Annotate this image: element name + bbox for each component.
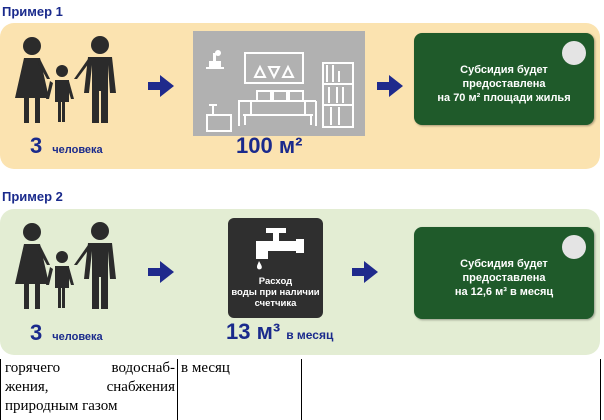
table-cell-line: горячего водоснаб-: [5, 360, 175, 376]
subsidy-result-line: предоставлена: [462, 272, 546, 284]
table-cell-line: природным газом: [5, 398, 118, 414]
people-count: 3 человека: [30, 320, 103, 346]
living-room-illustration: [193, 31, 365, 136]
tap-caption-line: Расход: [258, 276, 293, 287]
subsidy-result-line: Субсидия будет: [460, 64, 548, 76]
water-tap-illustration: Расход воды при наличии счетчика: [228, 218, 323, 318]
arrow-right-icon: [148, 75, 174, 97]
arrow-right-icon: [148, 261, 174, 283]
living-room-icon: [206, 50, 354, 132]
people-count-number: 3: [30, 133, 43, 158]
people-count-number: 3: [30, 320, 43, 345]
table-cell-period: в месяц: [181, 360, 230, 376]
subsidy-result-line: на 12,6 м³ в месяц: [454, 286, 554, 298]
example-1-panel: 3 человека 100 м²: [0, 23, 600, 169]
water-volume-unit: в месяц: [286, 328, 334, 342]
water-volume: 13 м³ в месяц: [226, 319, 333, 345]
table-divider: [301, 359, 302, 420]
example-2-title: Пример 2: [2, 189, 63, 204]
circle-icon: [562, 235, 586, 259]
table-divider: [0, 359, 1, 420]
example-1-title: Пример 1: [2, 4, 63, 19]
subsidy-result-line: на 70 м² площади жилья: [437, 92, 571, 104]
subsidy-result-text: Субсидия будет предоставлена на 12,6 м³ …: [422, 257, 586, 299]
tap-caption-line: воды при наличии: [231, 287, 320, 298]
table-fragment: горячего водоснаб- жения, снабжения прир…: [0, 359, 604, 420]
subsidy-result-box: Субсидия будет предоставлена на 70 м² пл…: [414, 33, 594, 125]
arrow-right-icon: [352, 261, 378, 283]
arrow-right-icon: [377, 75, 403, 97]
tap-caption: Расход воды при наличии счетчика: [228, 276, 323, 309]
people-count-word: человека: [52, 331, 103, 343]
example-2-panel: 3 человека Расход воды при наличии счетчи…: [0, 209, 600, 355]
circle-icon: [562, 41, 586, 65]
subsidy-result-line: Субсидия будет: [460, 258, 548, 270]
people-count-word: человека: [52, 144, 103, 156]
family-icon: [15, 222, 116, 309]
people-count: 3 человека: [30, 133, 103, 159]
subsidy-result-box: Субсидия будет предоставлена на 12,6 м³ …: [414, 227, 594, 319]
subsidy-result-text: Субсидия будет предоставлена на 70 м² пл…: [422, 63, 586, 105]
living-area-value: 100 м²: [236, 133, 303, 158]
table-divider: [177, 359, 178, 420]
water-tap-icon: [256, 228, 304, 270]
table-cell-line: жения, снабжения: [5, 379, 175, 395]
tap-caption-line: счетчика: [254, 298, 297, 309]
table-cell-service: горячего водоснаб- жения, снабжения прир…: [5, 359, 175, 420]
family-icon: [15, 36, 116, 123]
subsidy-result-line: предоставлена: [462, 78, 546, 90]
water-volume-value: 13 м³: [226, 319, 281, 344]
table-divider: [600, 359, 601, 420]
